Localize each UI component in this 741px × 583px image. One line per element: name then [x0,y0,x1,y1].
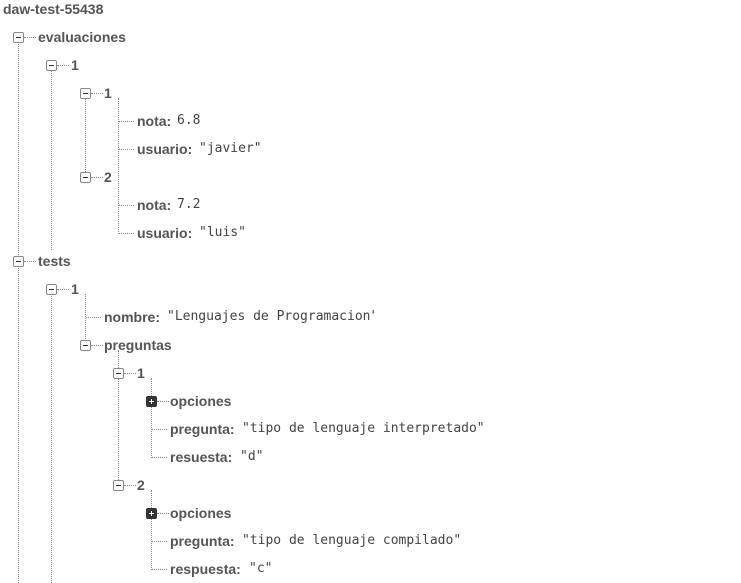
collapse-toggle[interactable] [80,88,91,99]
field-key-respuesta: resuesta: [170,449,233,465]
collapse-toggle[interactable] [113,480,124,491]
tree-line [118,98,119,234]
tree-line [24,37,36,38]
field-key-pregunta: pregunta: [170,533,235,549]
field-value-pregunta[interactable]: "tipo de lenguaje compilado" [242,533,462,548]
field-key-usuario: usuario: [137,225,193,241]
tree-line [57,65,69,66]
tree-line [152,569,167,570]
field-value-usuario[interactable]: "luis" [199,225,245,240]
tree-line [118,350,119,486]
field-value-respuesta[interactable]: "d" [240,449,264,464]
node-pregunta-1[interactable]: 1 [137,365,145,381]
node-evaluacion-1-1[interactable]: 1 [104,85,112,101]
field-value-nota[interactable]: 6.8 [177,113,201,128]
collapse-toggle[interactable] [46,60,57,71]
node-test-1[interactable]: 1 [71,281,79,297]
tree-line [119,149,134,150]
collapse-toggle[interactable] [80,340,91,351]
field-value-usuario[interactable]: "javier" [199,141,261,156]
tree-line [51,294,52,583]
collapse-toggle[interactable] [113,368,124,379]
tree-line [157,401,169,402]
tree-line [91,177,103,178]
collapse-toggle[interactable] [13,32,24,43]
field-key-nombre: nombre: [104,309,160,325]
node-preguntas[interactable]: preguntas [104,337,172,353]
tree-line [157,513,169,514]
field-value-respuesta[interactable]: "c" [249,561,273,576]
field-value-nombre[interactable]: "Lenguajes de Programacion" [167,309,374,324]
node-opciones[interactable]: opciones [170,505,232,521]
field-key-nota: nota: [137,113,172,129]
expand-toggle[interactable] [146,396,157,407]
field-key-nota: nota: [137,197,172,213]
tree-line [124,485,136,486]
tree-line [119,233,134,234]
node-pregunta-2[interactable]: 2 [137,477,145,493]
node-evaluacion-1-2[interactable]: 2 [104,169,112,185]
collapse-toggle[interactable] [46,284,57,295]
tree-line [24,261,36,262]
field-value-nota[interactable]: 7.2 [177,197,201,212]
collapse-toggle[interactable] [80,172,91,183]
tree-line [119,121,134,122]
expand-toggle[interactable] [146,508,157,519]
tree-root-label[interactable]: daw-test-55438 [3,1,104,17]
tree-line [151,490,152,570]
node-opciones[interactable]: opciones [170,393,232,409]
collapse-toggle[interactable] [13,256,24,267]
tree-line [18,42,19,583]
tree-line [91,345,103,346]
tree-line [151,378,152,458]
tree-line [57,289,69,290]
node-evaluaciones[interactable]: evaluaciones [38,29,126,45]
field-key-respuesta: respuesta: [170,561,241,577]
field-value-pregunta[interactable]: "tipo de lenguaje interpretado" [242,421,485,436]
tree-line [152,541,167,542]
tree-line [119,205,134,206]
node-evaluacion-1[interactable]: 1 [71,57,79,73]
tree-line [85,294,86,345]
field-key-pregunta: pregunta: [170,421,235,437]
tree-line [152,429,167,430]
tree-line [91,93,103,94]
tree-line [124,373,136,374]
tree-line [86,317,101,318]
tree-line [152,457,167,458]
node-tests[interactable]: tests [38,253,71,269]
tree-line [85,98,86,178]
tree-line [51,70,52,250]
field-key-usuario: usuario: [137,141,193,157]
